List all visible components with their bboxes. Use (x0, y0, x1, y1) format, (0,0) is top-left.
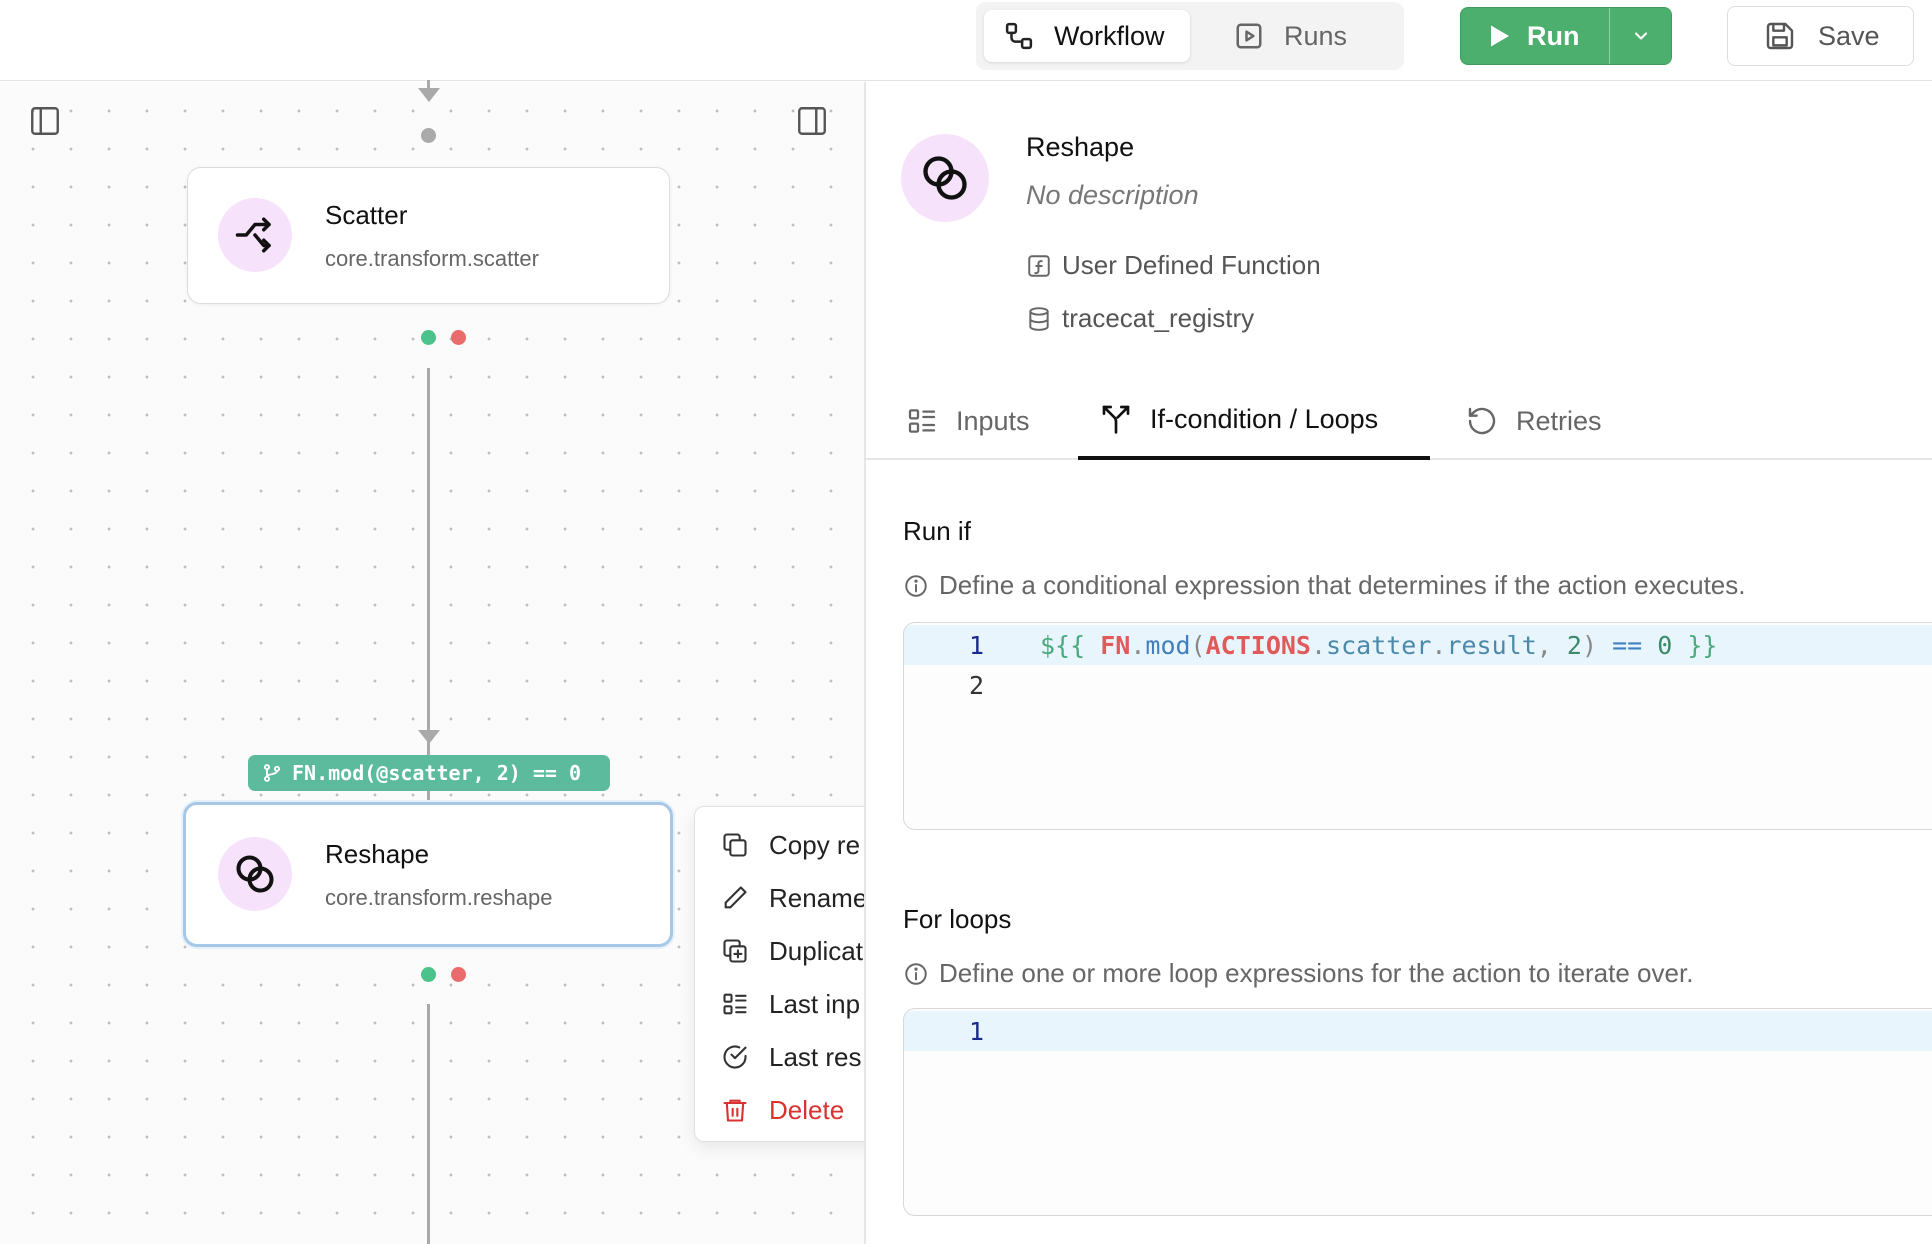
run-if-title: Run if (903, 516, 971, 546)
save-button[interactable]: Save (1727, 6, 1914, 66)
menu-item-label: Copy re (769, 829, 861, 860)
line-number: 1 (968, 1016, 984, 1046)
panel-title: Reshape (1026, 132, 1135, 162)
list-icon (721, 990, 749, 1018)
retry-icon (1466, 405, 1498, 437)
code-line: 1 ${{ FN.mod(ACTIONS.scatter.result, 2) … (904, 625, 1932, 665)
code-line: 2 (904, 665, 1932, 705)
edge-scatter-reshape (427, 368, 430, 808)
function-icon (1026, 253, 1052, 279)
node-subtitle: core.transform.scatter (325, 246, 539, 271)
tab-runs-label: Runs (1284, 20, 1348, 51)
condition-badge: FN.mod(@scatter, 2) == 0 (248, 755, 610, 791)
run-button-group: Run (1460, 7, 1672, 65)
scatter-icon (218, 198, 292, 272)
panel-left-icon (28, 104, 62, 138)
for-loops-title: For loops (903, 904, 1012, 934)
menu-last-result[interactable]: Last res (721, 1037, 862, 1077)
line-number: 2 (968, 670, 984, 700)
menu-item-label: Last inp (769, 988, 861, 1019)
right-sidebar-toggle[interactable] (795, 104, 829, 138)
run-button-label: Run (1527, 20, 1580, 51)
tab-retries[interactable]: Retries (1466, 382, 1602, 460)
info-icon (903, 573, 929, 599)
action-type: User Defined Function (1026, 250, 1321, 281)
tab-inputs[interactable]: Inputs (906, 382, 1030, 460)
run-button[interactable]: Run (1461, 8, 1609, 64)
help-text: Define a conditional expression that det… (939, 570, 1746, 600)
menu-item-label: Last res (769, 1041, 862, 1072)
play-icon (1489, 24, 1511, 48)
top-bar: Workflow Runs Run (0, 0, 1932, 81)
info-icon (903, 961, 929, 987)
line-number: 1 (968, 630, 984, 660)
node-reshape[interactable]: Reshape core.transform.reshape (183, 802, 673, 947)
panel-tabs: Inputs If-condition / Loops Retries (866, 382, 1932, 460)
code-line: 1 (904, 1011, 1932, 1051)
for-loops-help: Define one or more loop expressions for … (903, 958, 1693, 989)
success-handle[interactable] (421, 330, 436, 345)
error-handle[interactable] (451, 330, 466, 345)
action-type-label: User Defined Function (1062, 250, 1321, 280)
run-if-editor[interactable]: 1 ${{ FN.mod(ACTIONS.scatter.result, 2) … (903, 622, 1932, 830)
edge-incoming (427, 80, 430, 90)
run-if-help: Define a conditional expression that det… (903, 570, 1745, 601)
left-sidebar-toggle[interactable] (28, 104, 62, 138)
check-circle-icon (721, 1043, 749, 1071)
run-options-button[interactable] (1610, 8, 1672, 64)
view-switcher: Workflow Runs (976, 2, 1404, 70)
edge-arrow (418, 88, 440, 102)
target-handle[interactable] (421, 128, 436, 143)
menu-copy-ref[interactable]: Copy re (721, 825, 860, 865)
tab-workflow[interactable]: Workflow (984, 10, 1190, 62)
menu-item-label: Delete (769, 1094, 845, 1125)
split-icon (1100, 403, 1132, 435)
git-branch-icon (262, 763, 282, 783)
run-divider (1609, 8, 1610, 64)
run-if-expression: ${{ FN.mod(ACTIONS.scatter.result, 2) ==… (1040, 630, 1718, 660)
panel-description: No description (1026, 180, 1199, 210)
node-title: Reshape (325, 839, 430, 869)
trash-icon (721, 1096, 749, 1124)
success-handle[interactable] (421, 967, 436, 982)
workflow-canvas[interactable]: Scatter core.transform.scatter FN.mod(@s… (0, 80, 894, 1244)
tab-runs[interactable]: Runs (1214, 10, 1367, 62)
menu-item-label: Rename (769, 882, 868, 913)
database-icon (1026, 306, 1052, 332)
play-square-icon (1234, 21, 1264, 51)
menu-last-input[interactable]: Last inp (721, 984, 860, 1024)
registry-label: tracecat_registry (1062, 303, 1255, 333)
help-text: Define one or more loop expressions for … (939, 958, 1694, 988)
pencil-icon (721, 884, 749, 912)
reshape-icon (901, 134, 989, 222)
node-subtitle: core.transform.reshape (325, 885, 553, 910)
action-registry: tracecat_registry (1026, 303, 1254, 334)
copy-icon (721, 831, 749, 859)
condition-text: FN.mod(@scatter, 2) == 0 (292, 761, 581, 785)
node-title: Scatter (325, 200, 408, 230)
chevron-down-icon (1631, 26, 1651, 46)
duplicate-icon (721, 937, 749, 965)
error-handle[interactable] (451, 967, 466, 982)
menu-delete[interactable]: Delete (721, 1090, 844, 1130)
edge-arrow (418, 730, 440, 744)
menu-duplicate[interactable]: Duplicat (721, 931, 863, 971)
tab-if-condition-loops[interactable]: If-condition / Loops (1078, 382, 1430, 460)
inputs-icon (906, 405, 938, 437)
panel-right-icon (795, 104, 829, 138)
tab-workflow-label: Workflow (1054, 20, 1165, 51)
save-icon (1764, 20, 1796, 52)
for-loops-editor[interactable]: 1 (903, 1008, 1932, 1216)
save-button-label: Save (1818, 20, 1880, 51)
tab-label: Inputs (956, 405, 1030, 436)
tab-label: If-condition / Loops (1150, 403, 1379, 434)
reshape-icon (218, 837, 292, 911)
menu-rename[interactable]: Rename (721, 878, 867, 918)
menu-item-label: Duplicat (769, 935, 863, 966)
node-scatter[interactable]: Scatter core.transform.scatter (187, 167, 670, 304)
edge-outgoing (427, 1004, 430, 1244)
tab-label: Retries (1516, 405, 1602, 436)
workflow-icon (1004, 21, 1034, 51)
action-panel: Reshape No description User Defined Func… (864, 82, 1932, 1244)
